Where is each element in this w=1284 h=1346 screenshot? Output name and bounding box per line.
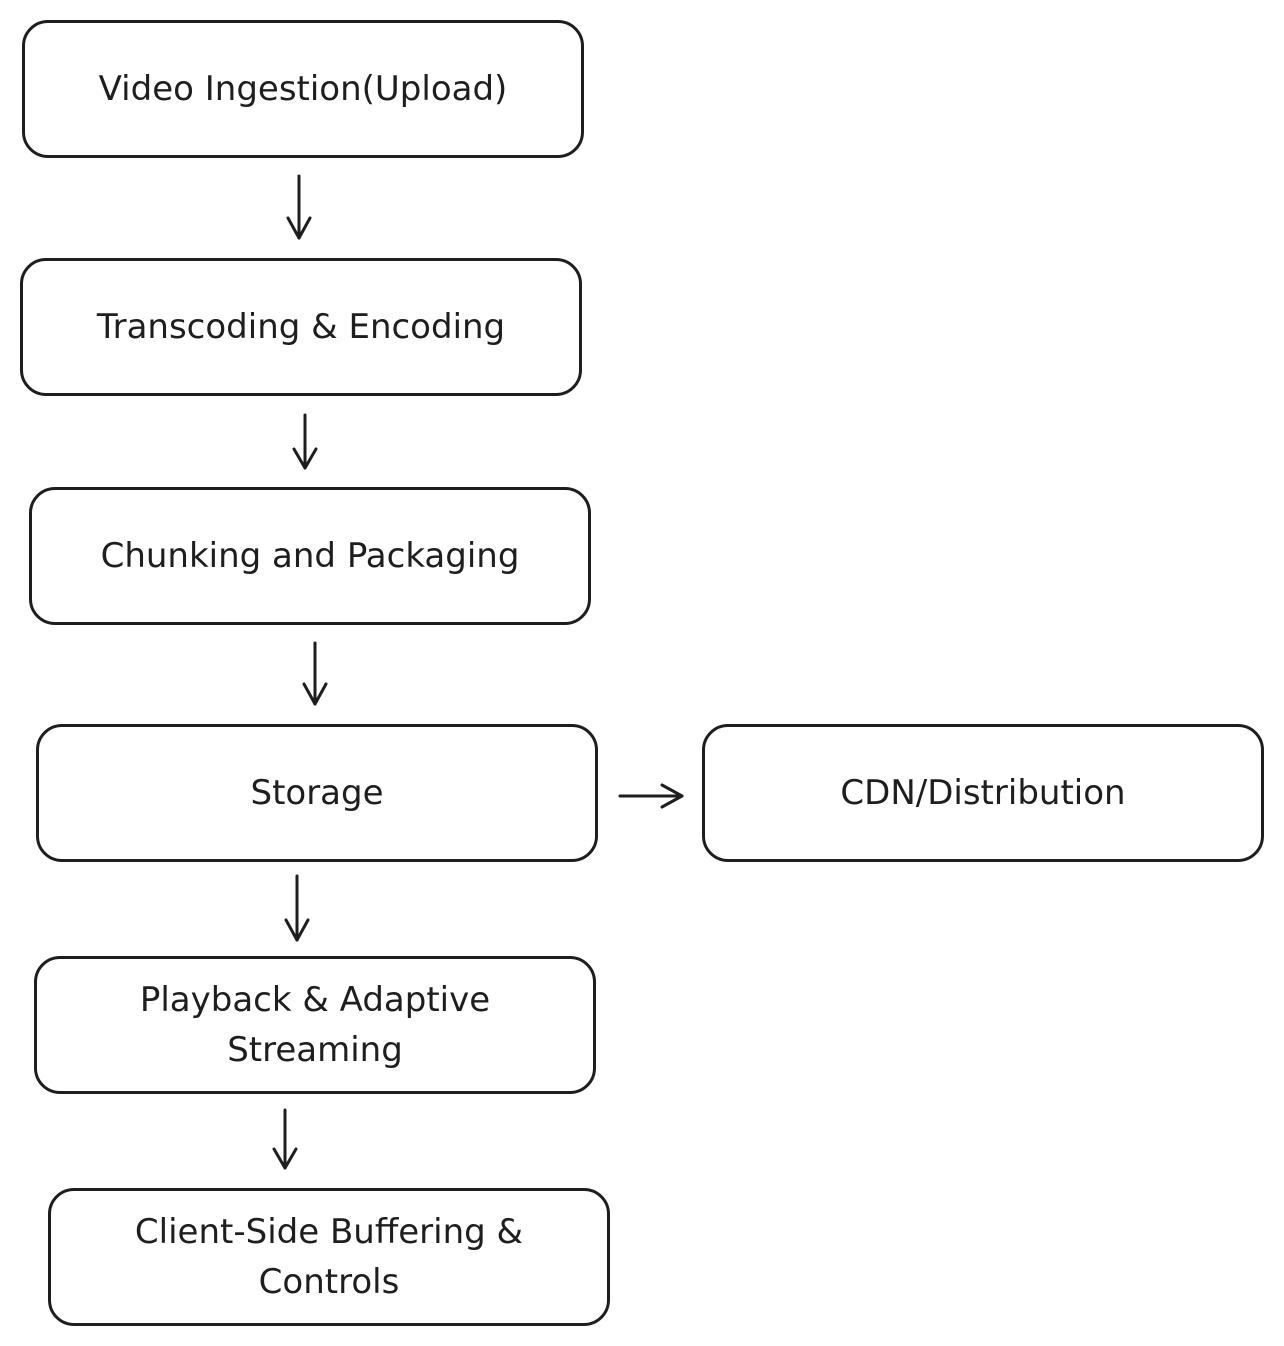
node-storage: Storage: [36, 724, 598, 862]
node-transcoding: Transcoding & Encoding: [20, 258, 582, 396]
node-cdn-label: CDN/Distribution: [840, 773, 1126, 813]
node-chunking: Chunking and Packaging: [29, 487, 591, 625]
node-storage-label: Storage: [250, 773, 384, 813]
arrow-playback-to-client: [272, 1108, 298, 1170]
node-cdn: CDN/Distribution: [702, 724, 1264, 862]
node-playback-label: Playback & Adaptive Streaming: [139, 980, 491, 1070]
node-chunking-label: Chunking and Packaging: [100, 536, 520, 576]
node-client-label: Client-Side Buffering & Controls: [134, 1212, 524, 1302]
node-video-ingestion: Video Ingestion(Upload): [22, 20, 584, 158]
node-video-ingestion-label: Video Ingestion(Upload): [98, 69, 508, 109]
node-client: Client-Side Buffering & Controls: [48, 1188, 610, 1326]
node-transcoding-label: Transcoding & Encoding: [96, 307, 506, 347]
arrow-storage-to-cdn: [618, 783, 684, 809]
arrow-chunking-to-storage: [302, 641, 328, 706]
arrow-ingestion-to-transcoding: [286, 174, 312, 240]
node-playback: Playback & Adaptive Streaming: [34, 956, 596, 1094]
arrow-transcoding-to-chunking: [292, 413, 318, 470]
arrow-storage-to-playback: [284, 874, 310, 942]
